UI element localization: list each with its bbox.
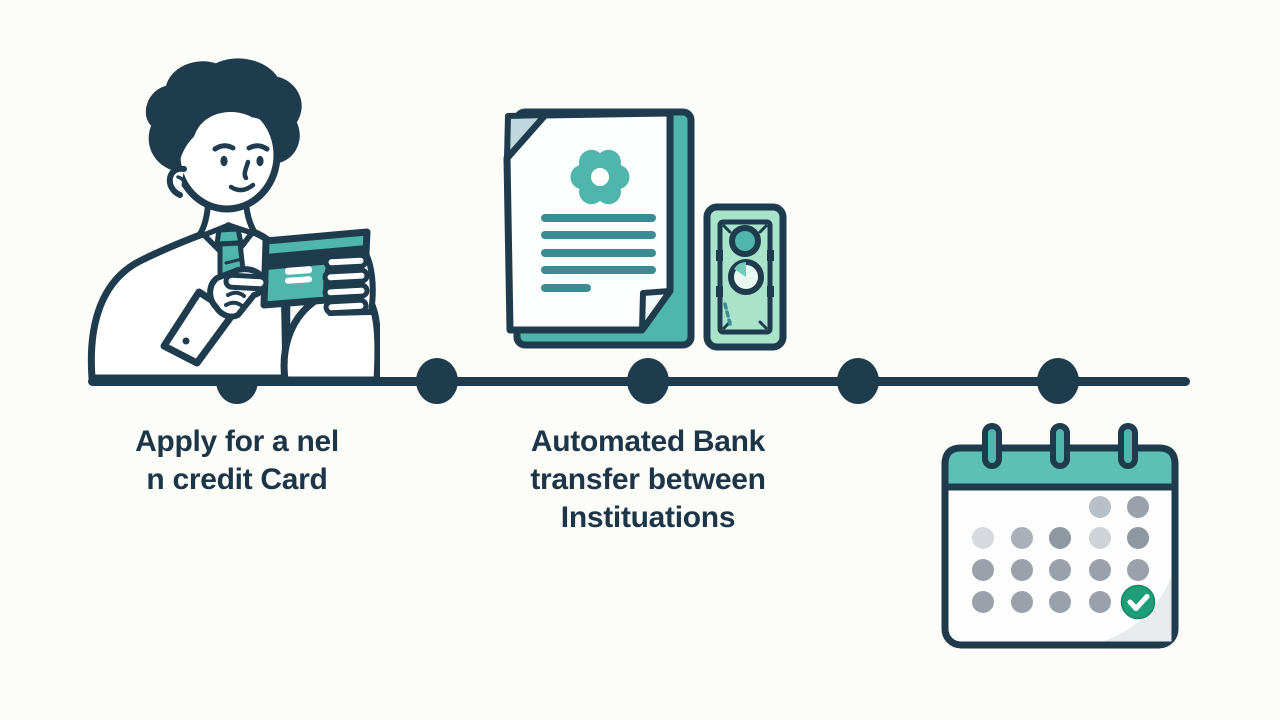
document-icon <box>503 108 695 349</box>
check-icon <box>1120 584 1156 620</box>
calendar-page-curl <box>1102 576 1172 642</box>
person-hair <box>145 58 302 172</box>
step-label-1-line-1: Apply for a nel <box>135 425 339 458</box>
step-label-2-line-1: Automated Bank <box>530 425 766 458</box>
banknote-icon <box>703 203 787 351</box>
timeline-node-5 <box>1037 358 1079 404</box>
step-label-2-line-2: transfer between <box>530 463 766 496</box>
ear <box>167 165 187 198</box>
page-fold-bottom-right <box>639 288 673 333</box>
document-and-banknote-icon <box>503 108 787 351</box>
pointing-hand <box>160 266 269 367</box>
timeline-node-3 <box>627 358 669 404</box>
step-label-2-line-3: Instituations <box>560 501 736 534</box>
approval-seal-icon <box>570 149 630 205</box>
page-fold-top-left <box>504 112 548 161</box>
person-holding-credit-card-icon <box>87 58 380 384</box>
step-label-1-line-2: n credit Card <box>146 463 328 496</box>
step-label-2: Automated Bank transfer between Institua… <box>488 423 808 537</box>
document-text-lines <box>541 214 656 292</box>
timeline-node-2 <box>416 358 458 404</box>
timeline-node-4 <box>837 358 879 404</box>
calendar-with-checkmark-icon <box>941 423 1179 649</box>
gripping-hand <box>322 247 376 316</box>
step-label-1: Apply for a nel n credit Card <box>77 423 397 499</box>
calendar-day-dots <box>972 496 1149 613</box>
calendar-rings <box>982 423 1138 469</box>
